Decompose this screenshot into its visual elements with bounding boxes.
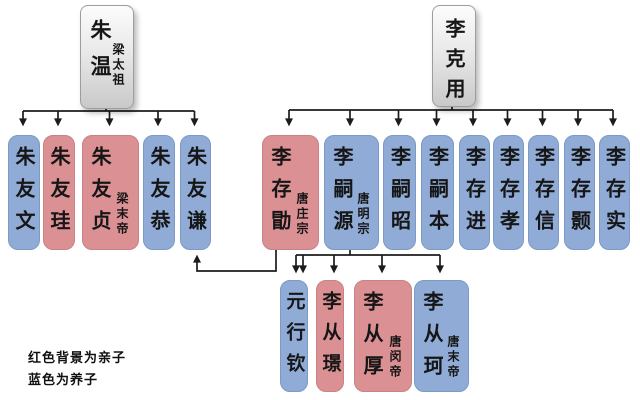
person-name: 朱友珪 [47, 146, 71, 242]
color-legend: 红色背景为亲子 蓝色为养子 [28, 348, 126, 392]
person-box-zhu-youwen: 朱友文 [8, 135, 40, 250]
legend-blue-line: 蓝色为养子 [28, 373, 99, 388]
person-box-zhu-yougong: 朱友恭 [143, 135, 175, 250]
person-box-li-keyong: 李克用 [432, 5, 476, 108]
person-name: 李克用 [442, 18, 466, 108]
person-name: 朱温 [88, 19, 113, 91]
person-box-li-cunhao: 李存颢 [564, 135, 595, 250]
person-box-li-conghou: 李从厚 唐闵帝 [354, 280, 412, 392]
person-title: 唐闵帝 [388, 335, 402, 380]
person-name: 李嗣昭 [387, 146, 412, 242]
person-name: 朱友谦 [183, 146, 208, 242]
person-box-zhu-wen: 朱温 梁太祖 [80, 5, 134, 109]
person-box-li-cunxiao: 李存孝 [493, 135, 524, 250]
person-title: 唐明宗 [356, 192, 370, 237]
person-box-li-cunxin: 李存信 [528, 135, 559, 250]
person-box-li-cunxu: 李存勖 唐庄宗 [262, 135, 319, 250]
person-name: 朱友贞 [88, 146, 112, 242]
person-name: 李存进 [462, 146, 487, 242]
person-name: 李存颢 [567, 146, 592, 242]
person-name: 李嗣源 [330, 146, 354, 242]
person-box-zhu-yougui: 朱友珪 [43, 135, 75, 250]
person-box-li-congjing: 李从璟 [316, 280, 344, 392]
person-name: 李嗣本 [425, 146, 450, 242]
person-box-li-cunjin: 李存进 [459, 135, 490, 250]
person-name: 朱友文 [12, 146, 36, 242]
legend-red-line: 红色背景为亲子 [28, 351, 127, 366]
person-name: 李从厚 [360, 291, 384, 387]
person-name: 李存孝 [496, 146, 521, 242]
person-box-zhu-youzhen: 朱友贞 梁末帝 [82, 135, 139, 250]
person-box-li-siben: 李嗣本 [421, 135, 454, 250]
person-name: 李存实 [602, 146, 627, 242]
person-title: 唐末帝 [446, 335, 460, 380]
person-title: 梁太祖 [111, 43, 125, 88]
person-box-li-congke: 李从珂 唐末帝 [414, 280, 469, 392]
person-name: 朱友恭 [147, 146, 171, 242]
person-name: 李从珂 [420, 291, 444, 387]
person-name: 李存信 [531, 146, 556, 242]
person-name: 李从璟 [319, 291, 342, 384]
person-name: 元行钦 [283, 291, 306, 384]
person-box-yuan-xingqin: 元行钦 [280, 280, 308, 392]
person-name: 李存勖 [268, 146, 292, 242]
person-title: 梁末帝 [115, 192, 129, 237]
person-title: 唐庄宗 [295, 192, 309, 237]
person-box-li-sizhao: 李嗣昭 [383, 135, 416, 250]
person-box-li-siyuan: 李嗣源 唐明宗 [324, 135, 379, 250]
person-box-zhu-youqian: 朱友谦 [180, 135, 211, 250]
person-box-li-cunshi: 李存实 [599, 135, 630, 250]
